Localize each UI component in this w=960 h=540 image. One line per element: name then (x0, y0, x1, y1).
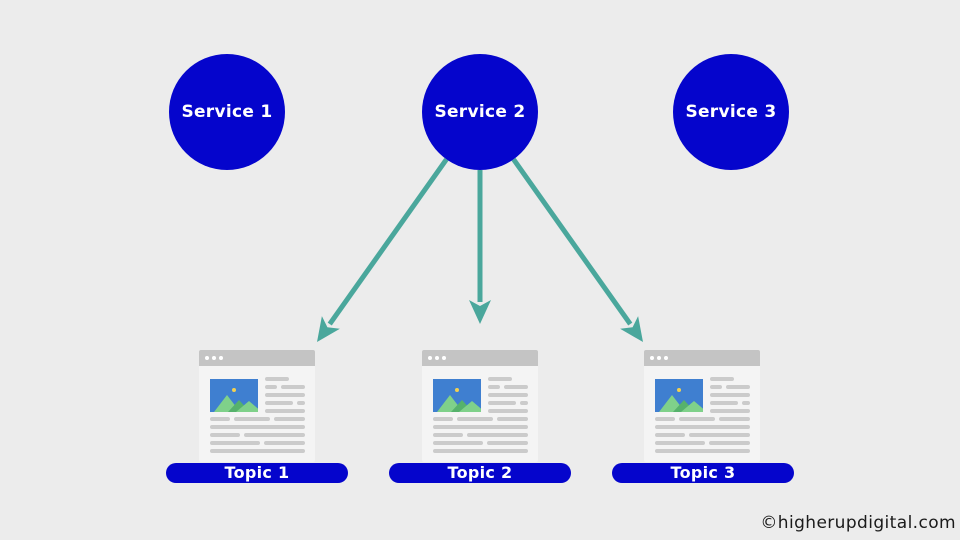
text-line (497, 417, 528, 421)
text-line (433, 417, 453, 421)
arrow-service-2-to-topic-1 (327, 157, 449, 326)
text-line (679, 417, 715, 421)
text-line (265, 377, 289, 381)
text-line (210, 441, 260, 445)
text-line (726, 385, 750, 389)
text-line (710, 385, 722, 389)
topic-3-label: Topic 3 (670, 463, 736, 482)
text-line (488, 377, 512, 381)
text-line (709, 441, 750, 445)
image-thumbnail-icon (655, 379, 703, 412)
text-line (274, 417, 305, 421)
text-line (655, 433, 685, 437)
text-line (655, 449, 750, 453)
text-line (689, 433, 750, 437)
window-dot (664, 356, 668, 360)
topic-1-label: Topic 1 (224, 463, 290, 482)
mountain-shape (681, 401, 703, 412)
text-line (264, 441, 305, 445)
text-line (487, 441, 528, 445)
text-line (655, 417, 675, 421)
topic-2-pill: Topic 2 (389, 463, 571, 483)
text-line (655, 425, 750, 429)
text-line (281, 385, 305, 389)
sun-shape (455, 388, 459, 392)
browser-bar (644, 350, 760, 366)
window-dot (442, 356, 446, 360)
arrowhead-icon (317, 316, 340, 342)
text-line (265, 409, 305, 413)
arrowhead-icon (469, 300, 491, 324)
window-dot (435, 356, 439, 360)
text-line (467, 433, 528, 437)
text-line (244, 433, 305, 437)
image-thumbnail-icon (433, 379, 481, 412)
topic-2-label: Topic 2 (447, 463, 513, 482)
text-line (488, 409, 528, 413)
window-dot (212, 356, 216, 360)
topic-1-pill: Topic 1 (166, 463, 348, 483)
text-line (710, 401, 738, 405)
mountain-shape (236, 401, 258, 412)
text-line (710, 409, 750, 413)
text-line (297, 401, 305, 405)
window-dot (205, 356, 209, 360)
text-line (433, 433, 463, 437)
service-2-label: Service 2 (434, 102, 526, 122)
web-page-icon (422, 350, 538, 462)
text-line (488, 385, 500, 389)
window-dot (657, 356, 661, 360)
service-3-node: Service 3 (673, 54, 789, 170)
text-line (520, 401, 528, 405)
text-line (433, 441, 483, 445)
service-1-label: Service 1 (181, 102, 273, 122)
window-dot (428, 356, 432, 360)
text-line (265, 401, 293, 405)
text-line (742, 401, 750, 405)
text-line (710, 377, 734, 381)
text-line (655, 441, 705, 445)
text-line (234, 417, 270, 421)
text-line (433, 425, 528, 429)
text-line (210, 449, 305, 453)
text-line (210, 433, 240, 437)
web-page-icon (644, 350, 760, 462)
image-thumbnail-icon (210, 379, 258, 412)
window-dot (219, 356, 223, 360)
service-1-node: Service 1 (169, 54, 285, 170)
text-line (488, 401, 516, 405)
service-3-label: Service 3 (685, 102, 777, 122)
text-line (504, 385, 528, 389)
text-line (457, 417, 493, 421)
sun-shape (232, 388, 236, 392)
arrow-service-2-to-topic-3 (511, 157, 633, 326)
copyright-text: ©higherupdigital.com (760, 513, 956, 533)
text-line (210, 425, 305, 429)
text-line (710, 393, 750, 397)
browser-bar (422, 350, 538, 366)
text-line (488, 393, 528, 397)
text-line (433, 449, 528, 453)
sun-shape (677, 388, 681, 392)
mountain-shape (459, 401, 481, 412)
text-line (265, 385, 277, 389)
arrowhead-icon (620, 316, 643, 342)
web-page-icon (199, 350, 315, 462)
window-dot (650, 356, 654, 360)
topic-3-pill: Topic 3 (612, 463, 794, 483)
text-line (265, 393, 305, 397)
text-line (719, 417, 750, 421)
text-line (210, 417, 230, 421)
browser-bar (199, 350, 315, 366)
service-2-node: Service 2 (422, 54, 538, 170)
